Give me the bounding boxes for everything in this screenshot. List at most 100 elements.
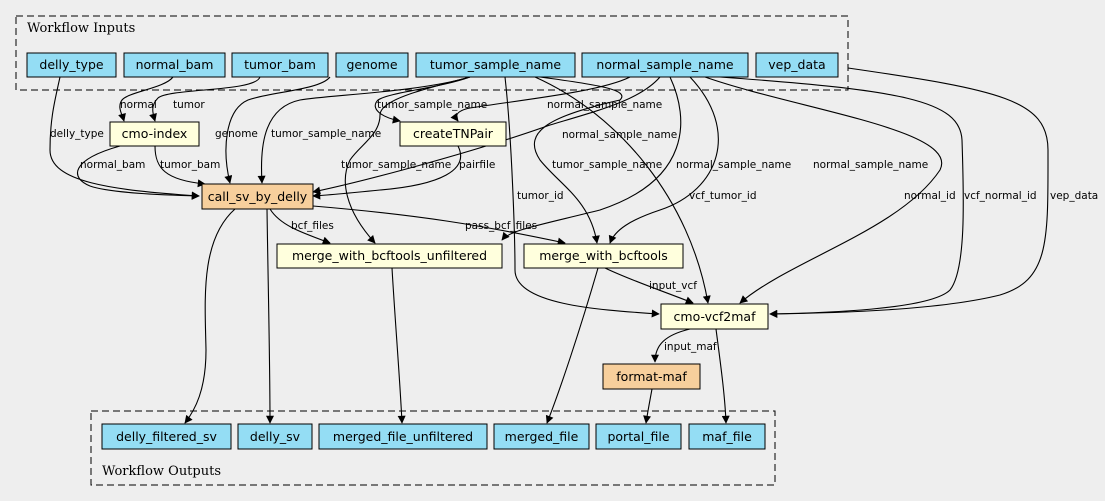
edge-label-tumor: tumor	[173, 99, 205, 111]
edge-nsn-merge-unfiltered	[501, 76, 682, 241]
svg-text:portal_file: portal_file	[607, 429, 669, 444]
node-tumor-sample-name[interactable]: tumor_sample_name	[415, 52, 576, 78]
workflow-inputs-cluster: Workflow Inputs	[15, 15, 849, 91]
svg-text:genome: genome	[346, 57, 397, 72]
svg-text:normal_bam: normal_bam	[136, 57, 214, 72]
edge-nsn-call-sv	[312, 76, 661, 195]
node-delly-filtered-sv[interactable]: delly_filtered_sv	[101, 423, 232, 450]
node-normal-sample-name[interactable]: normal_sample_name	[581, 52, 749, 78]
edge-label-vcf-tumor-id: vcf_tumor_id	[689, 190, 757, 202]
edge-merge-input-vcf	[604, 267, 694, 305]
edge-vep-data-vcf2maf	[769, 67, 1049, 318]
edge-tumor-bam-cmo-index	[149, 76, 261, 122]
node-merge-with-bcftools-unfiltered[interactable]: merge_with_bcftools_unfiltered	[276, 243, 503, 269]
node-format-maf[interactable]: format-maf	[602, 363, 701, 390]
edge-label-tumor-bam: tumor_bam	[160, 159, 220, 171]
edge-cmo-index-normal-bam	[76, 145, 200, 200]
svg-text:delly_filtered_sv: delly_filtered_sv	[116, 429, 217, 444]
edge-label-delly-type: delly_type	[50, 128, 104, 140]
svg-text:normal_sample_name: normal_sample_name	[596, 57, 734, 72]
node-normal-bam[interactable]: normal_bam	[123, 52, 226, 78]
edge-call-sv-bcf-files	[269, 208, 331, 245]
workflow-outputs-cluster: Workflow Outputs	[90, 410, 776, 486]
node-tumor-bam[interactable]: tumor_bam	[231, 52, 329, 78]
edge-normal-bam-cmo-index	[118, 76, 174, 122]
edge-vcf2maf-input-maf	[651, 328, 691, 363]
edge-nsn-vcf2maf-normal-id	[704, 76, 943, 304]
edges	[49, 67, 1049, 424]
edge-label-normal: normal	[120, 99, 157, 111]
edge-label-vep-data: vep_data	[1050, 190, 1098, 202]
svg-text:maf_file: maf_file	[702, 429, 752, 444]
svg-text:delly_type: delly_type	[39, 57, 103, 72]
svg-text:merge_with_bcftools: merge_with_bcftools	[539, 248, 668, 263]
svg-text:merge_with_bcftools_unfiltered: merge_with_bcftools_unfiltered	[292, 248, 487, 263]
node-cmo-index[interactable]: cmo-index	[109, 121, 200, 147]
svg-text:cmo-vcf2maf: cmo-vcf2maf	[674, 309, 757, 324]
edge-tsn-vcf2maf-tumor-id	[504, 76, 660, 318]
edge-label-tumor-sample-name-1: tumor_sample_name	[271, 128, 381, 140]
edge-labels: normal tumor delly_type genome tumor_sam…	[50, 99, 1098, 353]
edge-vcf2maf-maf-file	[715, 328, 730, 424]
svg-text:format-maf: format-maf	[616, 369, 687, 384]
edge-merge-merged-file	[545, 267, 599, 424]
edge-call-sv-pass-bcf	[312, 205, 566, 246]
edge-label-normal-bam: normal_bam	[80, 159, 145, 171]
edge-tsn-merge-unfiltered	[344, 76, 471, 244]
svg-text:createTNPair: createTNPair	[413, 126, 494, 141]
edge-delly-type-call-sv	[49, 76, 200, 200]
edge-call-sv-filtered	[184, 208, 236, 424]
svg-text:cmo-index: cmo-index	[122, 126, 188, 141]
node-cmo-vcf2maf[interactable]: cmo-vcf2maf	[660, 303, 769, 330]
edge-tsn-merge-bcftools	[533, 76, 623, 244]
node-maf-file[interactable]: maf_file	[688, 423, 766, 450]
edge-label-normal-sample-name-1: normal_sample_name	[547, 99, 662, 111]
edge-label-tumor-sample-name-4: tumor_sample_name	[552, 159, 662, 171]
svg-text:delly_sv: delly_sv	[250, 429, 301, 444]
svg-text:call_sv_by_delly: call_sv_by_delly	[208, 189, 308, 204]
node-genome[interactable]: genome	[335, 52, 409, 78]
workflow-inputs-label: Workflow Inputs	[27, 21, 135, 36]
edge-label-bcf-files: bcf_files	[291, 220, 334, 232]
edge-merge-unfiltered-out	[391, 267, 406, 424]
workflow-outputs-label: Workflow Outputs	[102, 464, 221, 479]
node-vep-data[interactable]: vep_data	[755, 52, 839, 78]
edge-label-tumor-sample-name-3: tumor_sample_name	[341, 159, 451, 171]
edge-format-maf-portal	[643, 388, 653, 424]
svg-text:merged_file: merged_file	[505, 429, 579, 444]
node-call-sv-by-delly[interactable]: call_sv_by_delly	[201, 183, 314, 210]
node-merged-file[interactable]: merged_file	[493, 423, 590, 450]
node-delly-sv[interactable]: delly_sv	[237, 423, 313, 450]
edge-label-vcf-normal-id: vcf_normal_id	[964, 190, 1037, 202]
node-delly-type[interactable]: delly_type	[26, 52, 117, 78]
edge-cmo-index-tumor-bam	[154, 145, 206, 188]
output-nodes: delly_filtered_sv delly_sv merged_file_u…	[101, 423, 766, 450]
svg-text:tumor_sample_name: tumor_sample_name	[430, 57, 561, 72]
edge-label-tumor-sample-name-2: tumor_sample_name	[377, 99, 487, 111]
svg-text:merged_file_unfiltered: merged_file_unfiltered	[333, 429, 473, 444]
edge-label-normal-id: normal_id	[904, 190, 956, 202]
edge-label-pass-bcf-files: pass_bcf_files	[465, 220, 537, 232]
input-nodes: delly_type normal_bam tumor_bam genome t…	[26, 52, 839, 78]
edge-label-input-maf: input_maf	[664, 341, 717, 353]
edge-tsn-vcf2maf-vcf-tumor-id	[534, 76, 711, 304]
node-portal-file[interactable]: portal_file	[595, 423, 682, 450]
edge-label-pairfile: pairfile	[459, 159, 495, 171]
step-nodes: cmo-index createTNPair call_sv_by_delly …	[109, 121, 769, 390]
svg-text:tumor_bam: tumor_bam	[244, 57, 316, 72]
edge-createtnpair-call-sv	[312, 145, 462, 200]
edge-label-genome: genome	[215, 128, 258, 140]
node-merge-with-bcftools[interactable]: merge_with_bcftools	[523, 243, 684, 269]
edge-nsn-vcf2maf-vcf-normal-id	[719, 76, 964, 318]
svg-text:vep_data: vep_data	[768, 57, 825, 72]
edge-label-normal-sample-name-3: normal_sample_name	[676, 159, 791, 171]
edge-label-normal-sample-name-4: normal_sample_name	[813, 159, 928, 171]
node-merged-file-unfiltered[interactable]: merged_file_unfiltered	[318, 423, 488, 450]
edge-tsn-call-sv	[257, 76, 471, 184]
edge-label-tumor-id: tumor_id	[517, 190, 564, 202]
node-createtnpair[interactable]: createTNPair	[399, 121, 507, 147]
edge-label-input-vcf: input_vcf	[649, 280, 697, 292]
edge-label-normal-sample-name-2: normal_sample_name	[562, 129, 677, 141]
edge-call-sv-delly-sv	[265, 208, 274, 424]
